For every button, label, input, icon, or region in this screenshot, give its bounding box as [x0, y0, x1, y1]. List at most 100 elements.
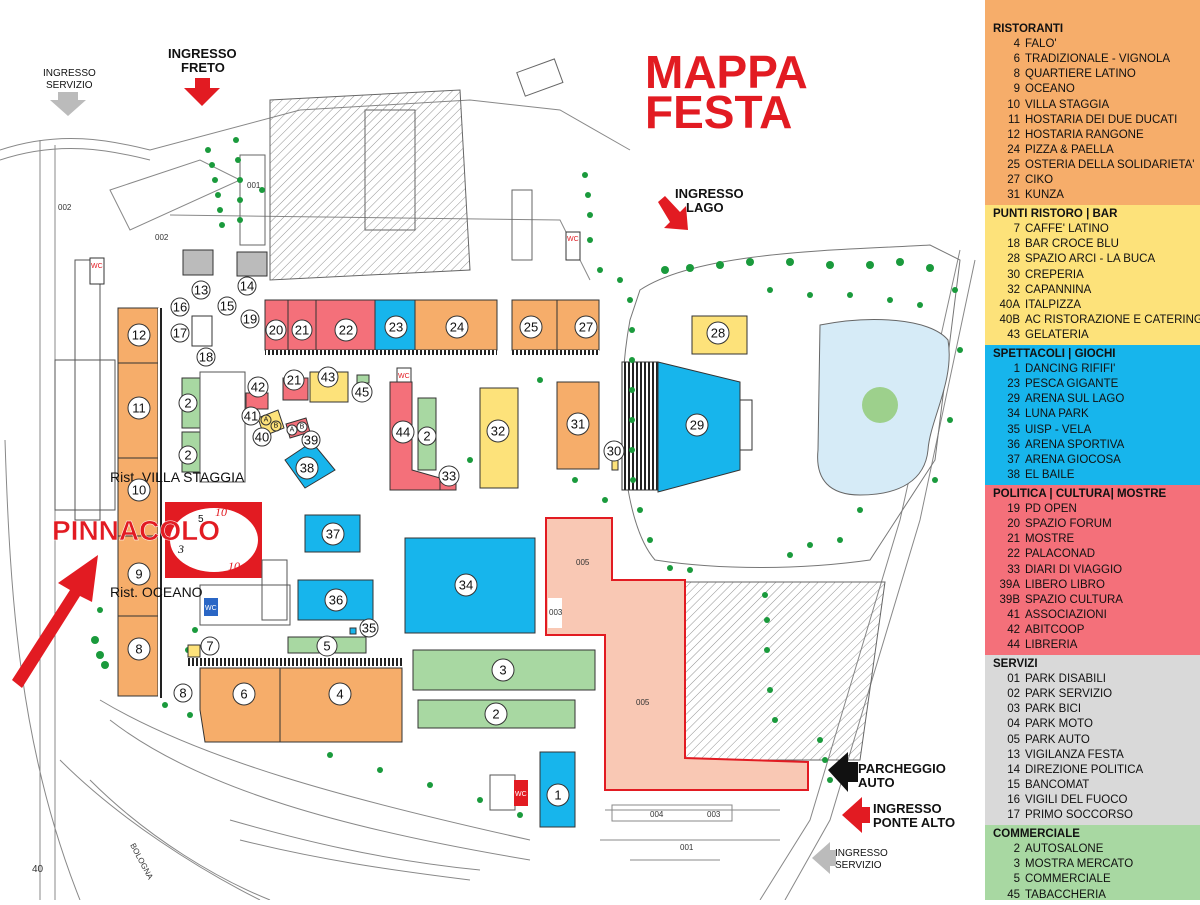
wc-south[interactable]	[514, 780, 528, 806]
legend-item-name: DIARI DI VIAGGIO	[1025, 563, 1123, 576]
building-pinnacolo-area	[199, 584, 291, 626]
legend-item-number: 42	[1007, 623, 1020, 636]
map-title-line1: MAPPA	[645, 46, 808, 98]
svg-text:A: A	[290, 427, 295, 434]
legend-item-number: 4	[1013, 38, 1020, 51]
legend-item-number: 18	[1007, 238, 1020, 251]
marker-18: 18	[196, 347, 216, 367]
svg-text:4: 4	[336, 687, 343, 702]
entrance-parcheggio-auto[interactable]: PARCHEGGIO AUTO	[828, 752, 946, 792]
entrance-freto[interactable]: INGRESSO FRETO	[168, 46, 237, 106]
stand-14[interactable]	[236, 251, 268, 277]
wc-north[interactable]	[565, 231, 581, 261]
arena-seating	[621, 361, 659, 491]
stand-13[interactable]	[182, 249, 214, 276]
stand-6[interactable]	[199, 667, 281, 743]
marker-40-a: A	[260, 414, 272, 426]
legend-item-name: ARENA SUL LAGO	[1025, 393, 1125, 406]
legend-item-number: 37	[1007, 453, 1020, 466]
svg-text:14: 14	[240, 279, 254, 294]
marker-9: 9	[127, 562, 151, 586]
stand-30[interactable]	[611, 459, 619, 471]
stand-16-17[interactable]	[191, 315, 213, 347]
svg-text:39: 39	[304, 433, 318, 448]
legend-section-title: SPETTACOLI | GIOCHI	[993, 348, 1116, 361]
stand-7[interactable]	[187, 644, 201, 658]
marker-10: 10	[127, 478, 151, 502]
svg-text:B: B	[300, 424, 305, 431]
legend-item-name: CIKO	[1025, 174, 1054, 186]
wc-center[interactable]	[396, 367, 412, 383]
entrance-lago[interactable]: INGRESSO LAGO	[658, 186, 744, 230]
wc-pinnacolo-label: WC	[205, 605, 217, 612]
legend-item-name: HOSTARIA DEI DUE DUCATI	[1025, 113, 1178, 126]
stand-35[interactable]	[349, 627, 357, 635]
wc-pinnacolo[interactable]	[204, 598, 218, 616]
wc-west[interactable]	[89, 257, 105, 285]
svg-text:44: 44	[396, 425, 410, 440]
entrance-servizio-top[interactable]: INGRESSO SERVIZIO	[43, 68, 96, 116]
svg-text:7: 7	[206, 639, 213, 654]
legend-item-number: 35	[1007, 423, 1020, 436]
entrance-ponte-alto[interactable]: INGRESSO PONTE ALTO	[842, 797, 955, 833]
park-auto-area[interactable]	[545, 517, 809, 791]
entrance-servizio-bottom[interactable]: INGRESSO SERVIZIO	[812, 842, 888, 874]
legend-item-name: PARK AUTO	[1025, 733, 1090, 746]
svg-text:12: 12	[132, 328, 146, 343]
card-three: 3	[177, 542, 184, 556]
card-five: 5	[198, 514, 204, 525]
legend-item-name: SPAZIO ARCI - LA BUCA	[1025, 253, 1156, 266]
